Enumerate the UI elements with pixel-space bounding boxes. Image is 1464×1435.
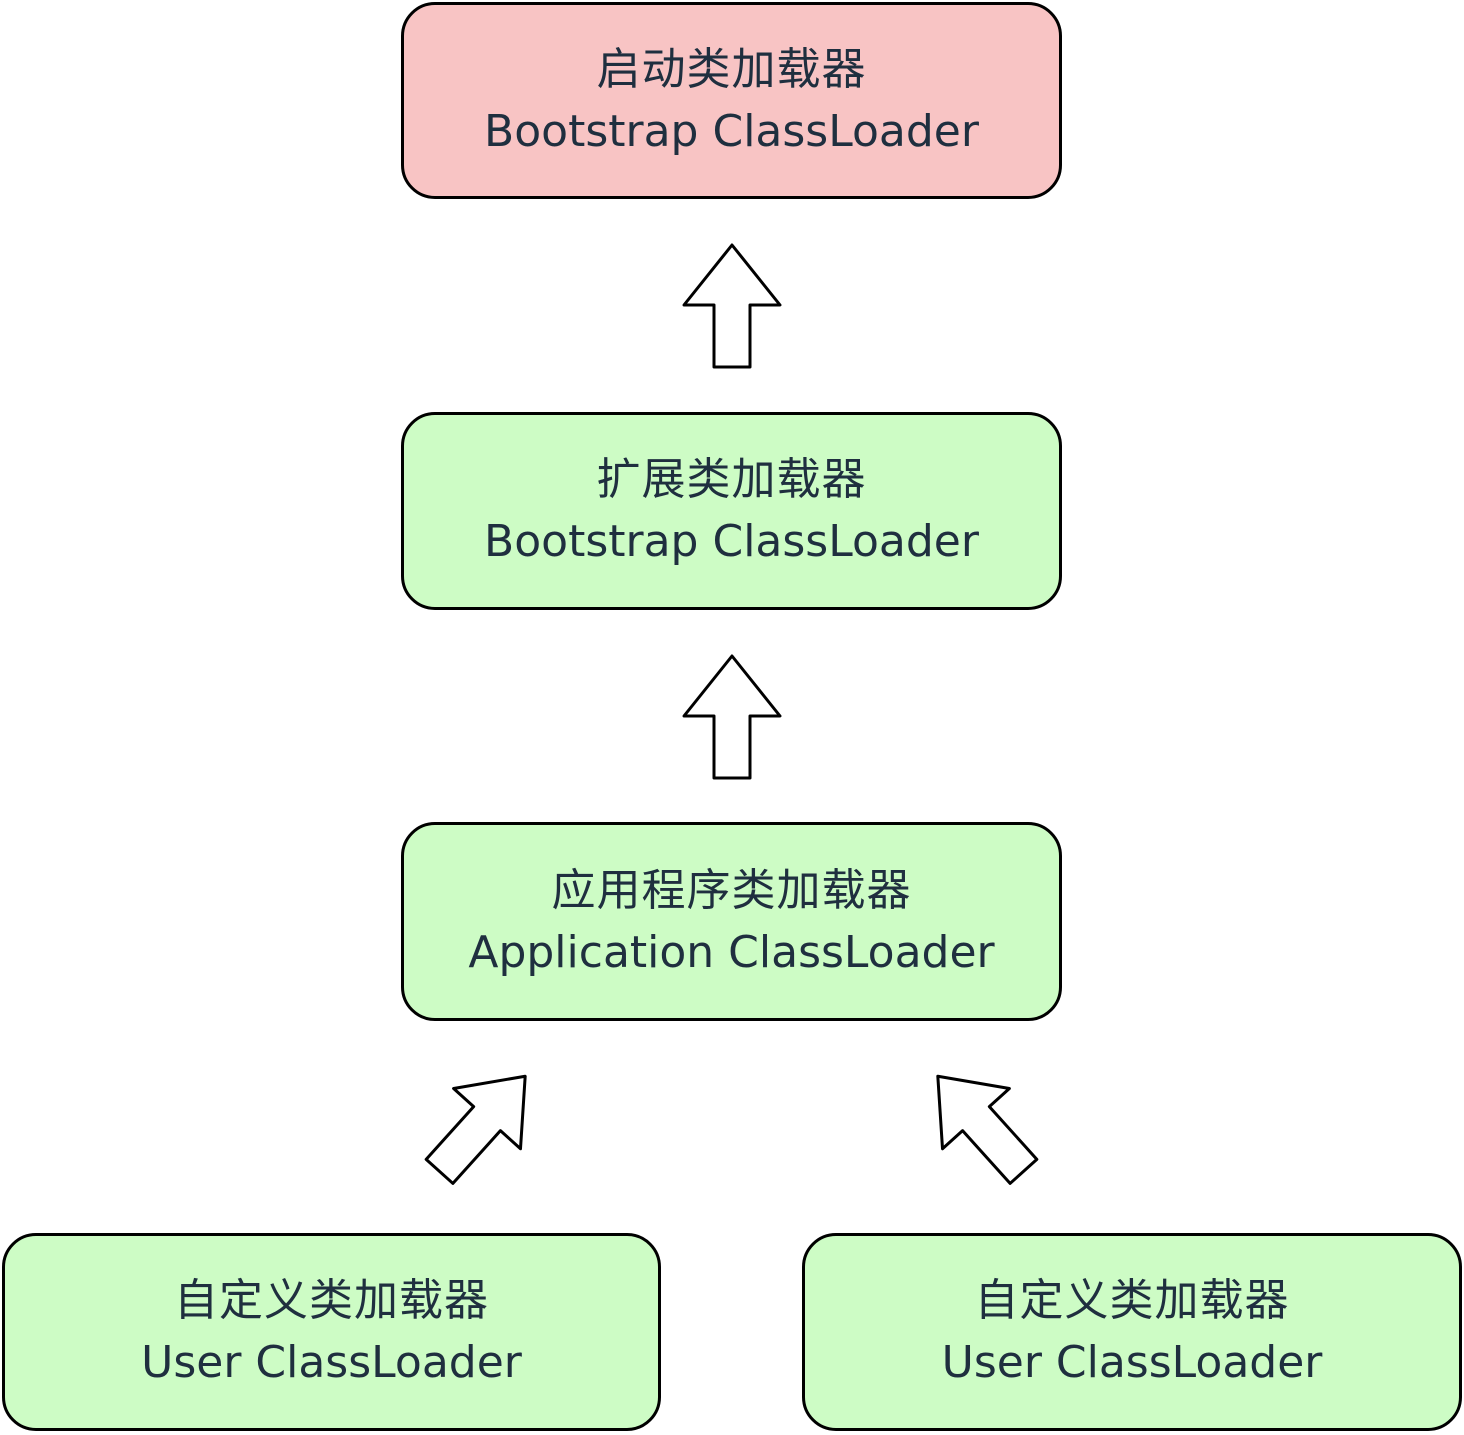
node-application-en-label: Application ClassLoader [468, 926, 995, 978]
node-user-right-cn-label: 自定义类加载器 [974, 1275, 1290, 1326]
node-user-right-en-label: User ClassLoader [941, 1337, 1323, 1388]
node-user-left-cn-label: 自定义类加载器 [174, 1275, 489, 1326]
node-extension-classloader: 扩展类加载器 Bootstrap ClassLoader [401, 412, 1062, 610]
hollow-arrow-up-right-icon [424, 1074, 527, 1185]
node-user-classloader-left: 自定义类加载器 User ClassLoader [2, 1233, 661, 1431]
node-application-classloader: 应用程序类加载器 Application ClassLoader [401, 822, 1062, 1021]
hollow-arrow-up-icon [682, 654, 782, 780]
node-extension-cn-label: 扩展类加载器 [596, 454, 867, 505]
node-user-left-en-label: User ClassLoader [141, 1337, 522, 1388]
node-bootstrap-cn-label: 启动类加载器 [596, 43, 867, 95]
hollow-arrow-up-icon [682, 243, 782, 369]
hollow-arrow-up-left-icon [936, 1074, 1039, 1185]
node-user-classloader-right: 自定义类加载器 User ClassLoader [802, 1233, 1462, 1431]
node-bootstrap-classloader: 启动类加载器 Bootstrap ClassLoader [401, 2, 1062, 199]
node-bootstrap-en-label: Bootstrap ClassLoader [484, 105, 979, 157]
node-application-cn-label: 应用程序类加载器 [551, 864, 912, 916]
node-extension-en-label: Bootstrap ClassLoader [484, 516, 979, 567]
